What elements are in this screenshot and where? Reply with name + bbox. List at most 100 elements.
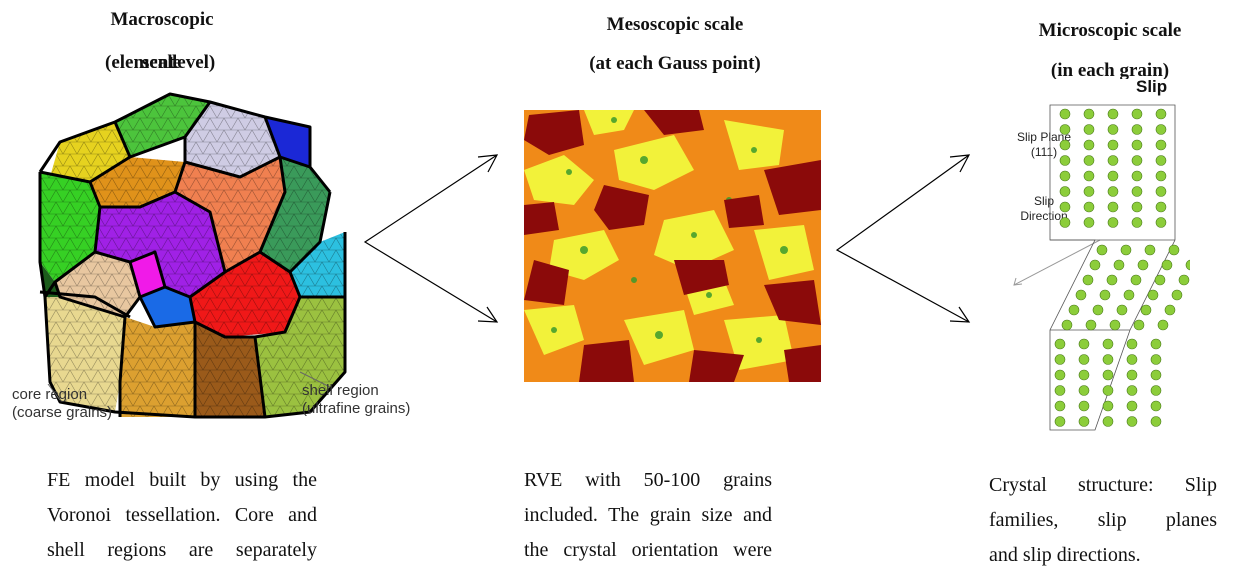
atom [1054, 400, 1066, 412]
atom [1137, 259, 1149, 271]
atom [1059, 217, 1071, 228]
atom [1123, 289, 1135, 301]
atom [1126, 400, 1138, 412]
grain-red [190, 252, 300, 337]
micro-caption: Crystal structure: Slip families, slip p… [989, 468, 1217, 573]
atom [1059, 155, 1071, 166]
atom [1102, 338, 1114, 350]
core-region-label-line2: (coarse grains) [12, 404, 113, 421]
atom [1131, 201, 1143, 213]
macro-caption-line2: Voronoi tessellation. Core and [47, 504, 317, 526]
atom [1126, 354, 1138, 365]
atom [1131, 108, 1143, 120]
atom [1107, 108, 1119, 120]
grain-top-lavender [185, 102, 280, 177]
atom [1107, 201, 1119, 213]
atom [1116, 304, 1128, 316]
atom [1102, 369, 1114, 381]
atom [1078, 369, 1090, 381]
atom [1161, 259, 1173, 271]
atom [1102, 400, 1114, 412]
macro-title-line2c: level) [172, 52, 216, 73]
atom [1059, 201, 1071, 213]
atom [1082, 274, 1094, 286]
micro-title-line1: Microscopic scale [1038, 20, 1182, 41]
macro-caption-line3: shell regions are separately [47, 539, 317, 561]
atom [1164, 304, 1176, 316]
atom [1059, 108, 1071, 120]
atom [1154, 274, 1166, 286]
macro-caption: FE model built by using the Voronoi tess… [47, 463, 317, 568]
atom [1107, 139, 1119, 151]
atom [1150, 400, 1162, 412]
atom [1089, 259, 1101, 271]
voronoi-cube-figure [38, 92, 347, 419]
atom [1126, 385, 1138, 396]
atom [1102, 354, 1114, 365]
atom [1185, 259, 1190, 271]
grain-teal-green [260, 157, 330, 272]
atom [1054, 369, 1066, 381]
atom [1155, 170, 1167, 182]
atom [1109, 319, 1121, 331]
atom [1157, 319, 1169, 331]
atom [1078, 416, 1090, 427]
atom [1061, 319, 1073, 331]
atom [1140, 304, 1152, 316]
atom [1054, 416, 1066, 427]
atom [1131, 124, 1143, 135]
macro-title-line2b: scale [142, 52, 182, 73]
atom [1126, 369, 1138, 381]
atom [1059, 139, 1071, 151]
macro-caption-line1: FE model built by using the [47, 469, 317, 491]
grain-top-blue [265, 117, 310, 167]
atom [1107, 124, 1119, 135]
atom [1155, 139, 1167, 151]
atom [1107, 155, 1119, 166]
atom-grid [1054, 108, 1190, 427]
atom [1155, 217, 1167, 228]
atom [1131, 155, 1143, 166]
atom [1078, 338, 1090, 350]
atom [1054, 385, 1066, 396]
atom [1083, 217, 1095, 228]
meso-caption-line3: the crystal orientation were [524, 539, 772, 561]
grain-green-big [40, 172, 100, 282]
atom [1092, 304, 1104, 316]
atom [1078, 385, 1090, 396]
grain-top-yellow [50, 122, 130, 182]
meso-title-line2: (at each Gauss point) [589, 53, 761, 74]
micro-title-line2: (in each grain) [1050, 60, 1170, 79]
atom [1178, 274, 1190, 286]
atom [1133, 319, 1145, 331]
grain-magenta [130, 252, 165, 297]
atom [1155, 201, 1167, 213]
rve-microstructure-image [524, 110, 821, 382]
atom [1150, 354, 1162, 365]
atom [1155, 155, 1167, 166]
atom [1107, 170, 1119, 182]
atom [1126, 416, 1138, 427]
atom [1131, 170, 1143, 182]
grain-purple [95, 192, 225, 297]
atom [1099, 289, 1111, 301]
slip-plane-label-line2: (111) [1030, 145, 1058, 159]
atom [1078, 400, 1090, 412]
grain-bottom-tan [45, 297, 125, 412]
macro-title-line2a: (element [105, 52, 175, 73]
slip-title: Slip [1136, 77, 1168, 96]
atom [1083, 201, 1095, 213]
atom [1107, 186, 1119, 197]
atom [1106, 274, 1118, 286]
grain-orange-top [90, 157, 185, 207]
atom [1083, 124, 1095, 135]
macro-title-line2: (element scale level) [95, 52, 295, 76]
atom [1168, 244, 1180, 256]
grain-bottom-gold [120, 317, 195, 417]
atom [1150, 416, 1162, 427]
micro-caption-line2: families, slip planes [989, 509, 1217, 531]
atom [1131, 186, 1143, 197]
atom [1083, 108, 1095, 120]
atom [1083, 155, 1095, 166]
core-region-label: core region (coarse grains) [12, 386, 112, 422]
